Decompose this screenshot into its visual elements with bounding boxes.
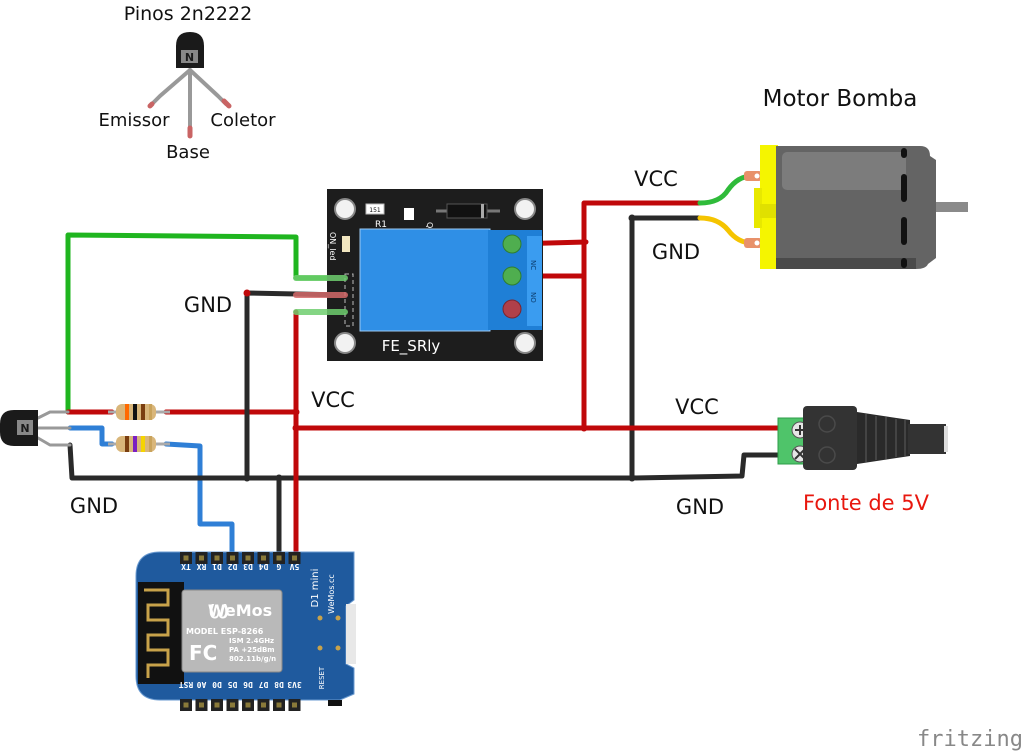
wemos-pin-pad <box>214 555 220 561</box>
wemos-pin-pad <box>276 555 282 561</box>
wemos-pin-label: D2 <box>228 562 238 571</box>
label-vcc-motor: VCC <box>634 167 678 191</box>
label-gnd-supply: GND <box>676 495 724 519</box>
relay-nc-label: NC <box>529 260 537 270</box>
wemos-reset-button[interactable] <box>328 700 342 706</box>
wemos-reset-label: RESET <box>318 666 326 689</box>
wemos-pin-label: 3V3 <box>287 680 302 689</box>
wemos-pin-label: RST <box>179 680 194 689</box>
wemos-fcc: FC <box>189 641 217 665</box>
relay-coil-block <box>359 228 491 332</box>
wemos-pin-pad <box>183 555 189 561</box>
wemos-pin-pad <box>183 702 189 708</box>
wemos-pin-pad <box>245 702 251 708</box>
wemos-pin-label: D8 <box>274 680 284 689</box>
wemos-pin-pad <box>199 555 204 561</box>
wemos-pin-pad <box>245 555 251 561</box>
wemos-d1-mini[interactable]: ω WeMos MODEL ESP-8266 FC ISM 2.4GHz PA … <box>135 551 356 711</box>
relay-module[interactable]: 151 R1 Q1 ON_led NC NO FE_SRly <box>327 189 543 361</box>
base-label: Base <box>166 142 210 163</box>
transistor-2n2222[interactable]: N <box>0 410 72 447</box>
wemos-board-name: D1 mini <box>310 569 321 608</box>
wemos-pin-label: RX <box>197 562 207 571</box>
wire-motor-lead-yellow[interactable] <box>697 215 755 246</box>
wire-green-signal[interactable] <box>65 232 348 415</box>
wemos-pin-label: 5V <box>290 562 300 571</box>
wemos-pin-label: D1 <box>212 562 222 571</box>
motor-pump[interactable]: Motor Bomba <box>744 86 968 269</box>
wire-gnd-bus[interactable] <box>67 442 785 481</box>
wemos-pin-pad <box>199 702 204 708</box>
relay-no-label: NO <box>529 292 537 303</box>
label-gnd-relay: GND <box>184 293 232 317</box>
wemos-spec-2: PA +25dBm <box>229 646 275 654</box>
emitter-lead-tip <box>147 101 155 109</box>
label-vcc-relay: VCC <box>311 388 355 412</box>
relay-q1-label: Q1 <box>425 222 434 233</box>
wemos-spec-1: ISM 2.4GHz <box>229 637 274 645</box>
power-jack[interactable] <box>777 406 948 470</box>
wemos-spec-3: 802.11b/g/n <box>229 655 276 663</box>
junctions <box>243 289 588 432</box>
wemos-pin-label: D3 <box>243 562 253 571</box>
wemos-pin-pad <box>214 702 220 708</box>
label-gnd-left: GND <box>70 494 118 518</box>
wemos-brand: WeMos <box>208 601 272 620</box>
wemos-pin-pad <box>292 702 297 708</box>
resistor-1[interactable] <box>108 404 170 420</box>
relay-led-label: ON_led <box>328 232 337 261</box>
resistor-2[interactable] <box>108 436 170 452</box>
collector-lead-tip <box>221 98 232 109</box>
wire-blue-base[interactable] <box>67 425 115 447</box>
wemos-pin-label: TX <box>181 562 191 571</box>
emitter-label: Emissor <box>98 110 170 131</box>
wemos-pin-pad <box>276 702 282 708</box>
transistor-legend-mark-bg <box>181 50 198 63</box>
transistor-legend-mark: N <box>185 51 194 64</box>
collector-lead <box>188 68 228 106</box>
wemos-pin-label: D0 <box>212 680 222 689</box>
wemos-pin-pad <box>261 555 266 561</box>
wemos-logo-w: ω <box>208 595 230 625</box>
transistor-mark: N <box>20 422 29 435</box>
wemos-pin-label: A0 <box>197 680 207 689</box>
wemos-site: WeMos.cc <box>327 574 336 614</box>
wire-vcc-motor[interactable] <box>581 200 703 431</box>
wemos-pin-pad <box>230 555 235 561</box>
wire-blue-d2[interactable] <box>163 441 235 560</box>
wemos-pin-label: D6 <box>243 680 253 689</box>
wemos-pin-label: G <box>276 562 281 571</box>
wemos-pin-label: D7 <box>259 680 269 689</box>
wemos-pin-pad <box>292 555 297 561</box>
wemos-pin-label: D4 <box>259 562 269 571</box>
transistor-legend: Pinos 2n2222 N Emissor Base Coletor <box>98 3 276 163</box>
collector-label: Coletor <box>210 110 276 131</box>
relay-r1-label: R1 <box>375 220 387 230</box>
relay-name: FE_SRly <box>382 337 441 356</box>
wemos-pin-pad <box>261 702 266 708</box>
wemos-top-header: TX RX D1 D2 D3 D4 G 5V <box>180 552 301 571</box>
jack-body <box>803 406 857 470</box>
motor-title: Motor Bomba <box>763 86 918 112</box>
label-power-supply: Fonte de 5V <box>803 491 930 515</box>
label-vcc-supply: VCC <box>675 395 719 419</box>
wemos-pin-pad <box>230 702 235 708</box>
relay-r1-code: 151 <box>369 207 381 214</box>
wemos-model: MODEL ESP-8266 <box>186 627 264 636</box>
wemos-pin-label: D5 <box>228 680 238 689</box>
fritzing-watermark: fritzing <box>917 727 1023 752</box>
label-gnd-motor: GND <box>652 240 700 264</box>
emitter-lead <box>150 68 192 106</box>
wire-motor-lead-green[interactable] <box>697 173 755 206</box>
transistor-legend-title: Pinos 2n2222 <box>124 3 252 25</box>
